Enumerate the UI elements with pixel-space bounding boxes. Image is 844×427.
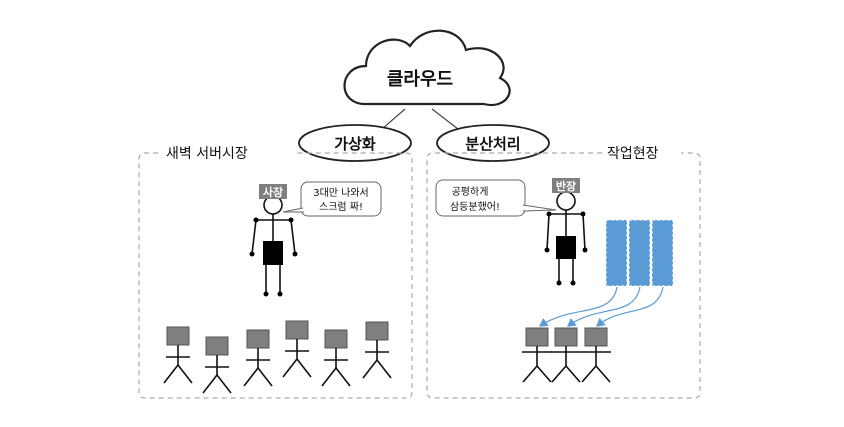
- boss-figure: [251, 195, 296, 294]
- connector-line: [381, 108, 406, 130]
- work-block-2: [628, 219, 651, 287]
- boss-speech-line2: 스크럼 짜!: [319, 200, 363, 213]
- foreman-body: [556, 236, 576, 259]
- worker-head: [584, 327, 608, 347]
- work-blocks: [605, 219, 674, 287]
- foreman-tag: 반장: [552, 178, 580, 193]
- worker-head: [365, 321, 389, 341]
- work-block-1: [605, 219, 628, 287]
- worker-figure: [282, 320, 312, 378]
- foreman-joints: [544, 211, 588, 286]
- connector-line: [431, 108, 459, 130]
- worker-head: [166, 326, 190, 346]
- worker-figure: [362, 321, 392, 379]
- worker-figure: [522, 327, 552, 383]
- foreman-figure: [546, 191, 586, 283]
- boss-tag: 사장: [259, 184, 287, 199]
- worker-figure: [321, 329, 351, 387]
- distributed-bubble: 분산처리: [436, 124, 550, 162]
- worker-head: [246, 329, 270, 349]
- left-panel-title: 새벽 서버시장: [166, 146, 248, 162]
- foreman-speech-bubble: 공평하게 삼등분했어!: [435, 179, 557, 217]
- worker-figure: [202, 336, 232, 394]
- worker-figure: [163, 326, 193, 384]
- right-panel-title: 작업현장: [607, 146, 659, 162]
- foreman-speech-line1: 공평하게: [452, 185, 489, 198]
- worker-head: [205, 336, 229, 356]
- left-worker-crowd: [163, 320, 392, 394]
- right-panel: 작업현장: [426, 146, 701, 399]
- distributed-label: 분산처리: [465, 135, 520, 153]
- worker-head: [324, 329, 348, 349]
- boss-joints: [249, 217, 298, 297]
- left-panel: 새벽 서버시장: [138, 146, 413, 399]
- boss-speech-line1: 3대만 나와서: [313, 187, 369, 199]
- foreman-tag-label: 반장: [556, 179, 576, 193]
- right-worker-group: [522, 327, 611, 383]
- worker-figure: [581, 327, 611, 383]
- virtualization-bubble: 가상화: [298, 124, 412, 162]
- boss-body: [263, 241, 283, 265]
- cloud-shape: 클라우드: [343, 29, 511, 107]
- boss-speech-bubble: 3대만 나와서 스크럼 짜!: [282, 181, 382, 217]
- worker-head: [554, 327, 578, 347]
- worker-figure: [551, 327, 581, 383]
- virtualization-label: 가상화: [334, 135, 376, 153]
- foreman-speech-line2: 삼등분했어!: [450, 200, 500, 213]
- cloud-label: 클라우드: [387, 69, 453, 90]
- distribution-arrows: [539, 286, 664, 327]
- worker-head: [285, 320, 309, 340]
- work-block-3: [651, 219, 674, 287]
- worker-figure: [243, 329, 273, 387]
- worker-head: [525, 327, 549, 347]
- boss-tag-label: 사장: [263, 185, 283, 199]
